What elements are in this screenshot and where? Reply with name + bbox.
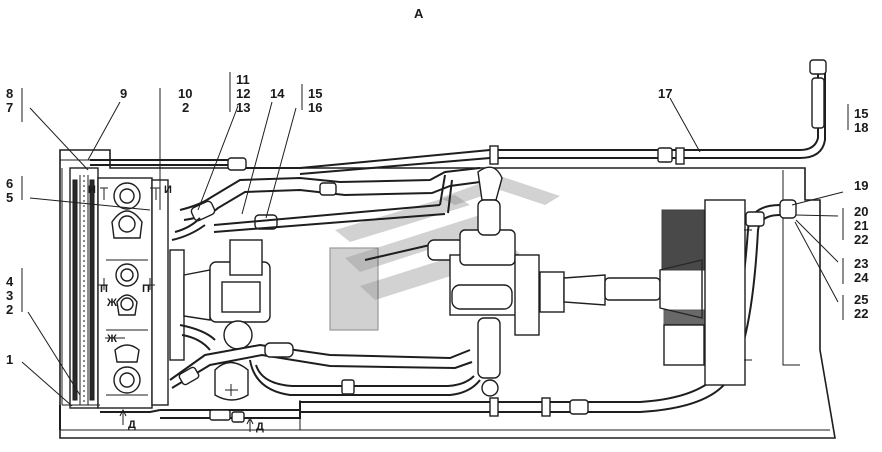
engine-unit [329, 166, 752, 397]
callout-11: 11 [236, 72, 250, 87]
callout-25: 25 [854, 292, 868, 307]
callout-18: 18 [854, 120, 868, 135]
callout-21: 21 [854, 218, 868, 233]
callout-5: 5 [6, 190, 13, 205]
flow-label-p-left: П [100, 283, 108, 295]
callout-14: 14 [270, 86, 285, 101]
callout-15-top: 15 [308, 86, 322, 101]
view-title: А [414, 6, 424, 21]
callout-3: 3 [6, 288, 13, 303]
flow-label-i-right: И [164, 184, 172, 196]
callout-20: 20 [854, 204, 868, 219]
flow-label-p-right: П [142, 283, 150, 295]
callout-9: 9 [120, 86, 127, 101]
callout-4: 4 [6, 274, 14, 289]
callout-10: 10 [178, 86, 192, 101]
flow-label-i-left: И [88, 184, 96, 196]
callout-15-right: 15 [854, 106, 868, 121]
flow-markers: И И П П Ж Ж Д Д [88, 184, 264, 433]
flow-label-d-left: Д [128, 419, 136, 431]
callout-19: 19 [854, 178, 868, 193]
callout-22-upper: 22 [854, 232, 868, 247]
callout-17: 17 [658, 86, 672, 101]
callout-6: 6 [6, 176, 13, 191]
callout-16: 16 [308, 100, 322, 115]
radiator-fittings [106, 182, 148, 396]
callout-numbers: 8 7 9 10 2 11 12 13 14 15 16 17 15 18 6 … [6, 72, 869, 367]
fan-drive [169, 239, 271, 401]
callout-23: 23 [854, 256, 868, 271]
callout-8: 8 [6, 86, 13, 101]
callout-22-lower: 22 [854, 306, 868, 321]
callout-13: 13 [236, 100, 250, 115]
callout-24: 24 [854, 270, 869, 285]
flow-label-zh-lower: Ж [106, 333, 117, 345]
flow-label-zh-upper: Ж [106, 297, 117, 309]
callout-1: 1 [6, 352, 13, 367]
flow-label-d-right: Д [256, 421, 264, 433]
callout-2-top: 2 [182, 100, 189, 115]
callout-7: 7 [6, 100, 13, 115]
callout-2-left: 2 [6, 302, 13, 317]
leader-lines [21, 72, 849, 407]
callout-12: 12 [236, 86, 250, 101]
coolant-pipes [59, 59, 827, 430]
